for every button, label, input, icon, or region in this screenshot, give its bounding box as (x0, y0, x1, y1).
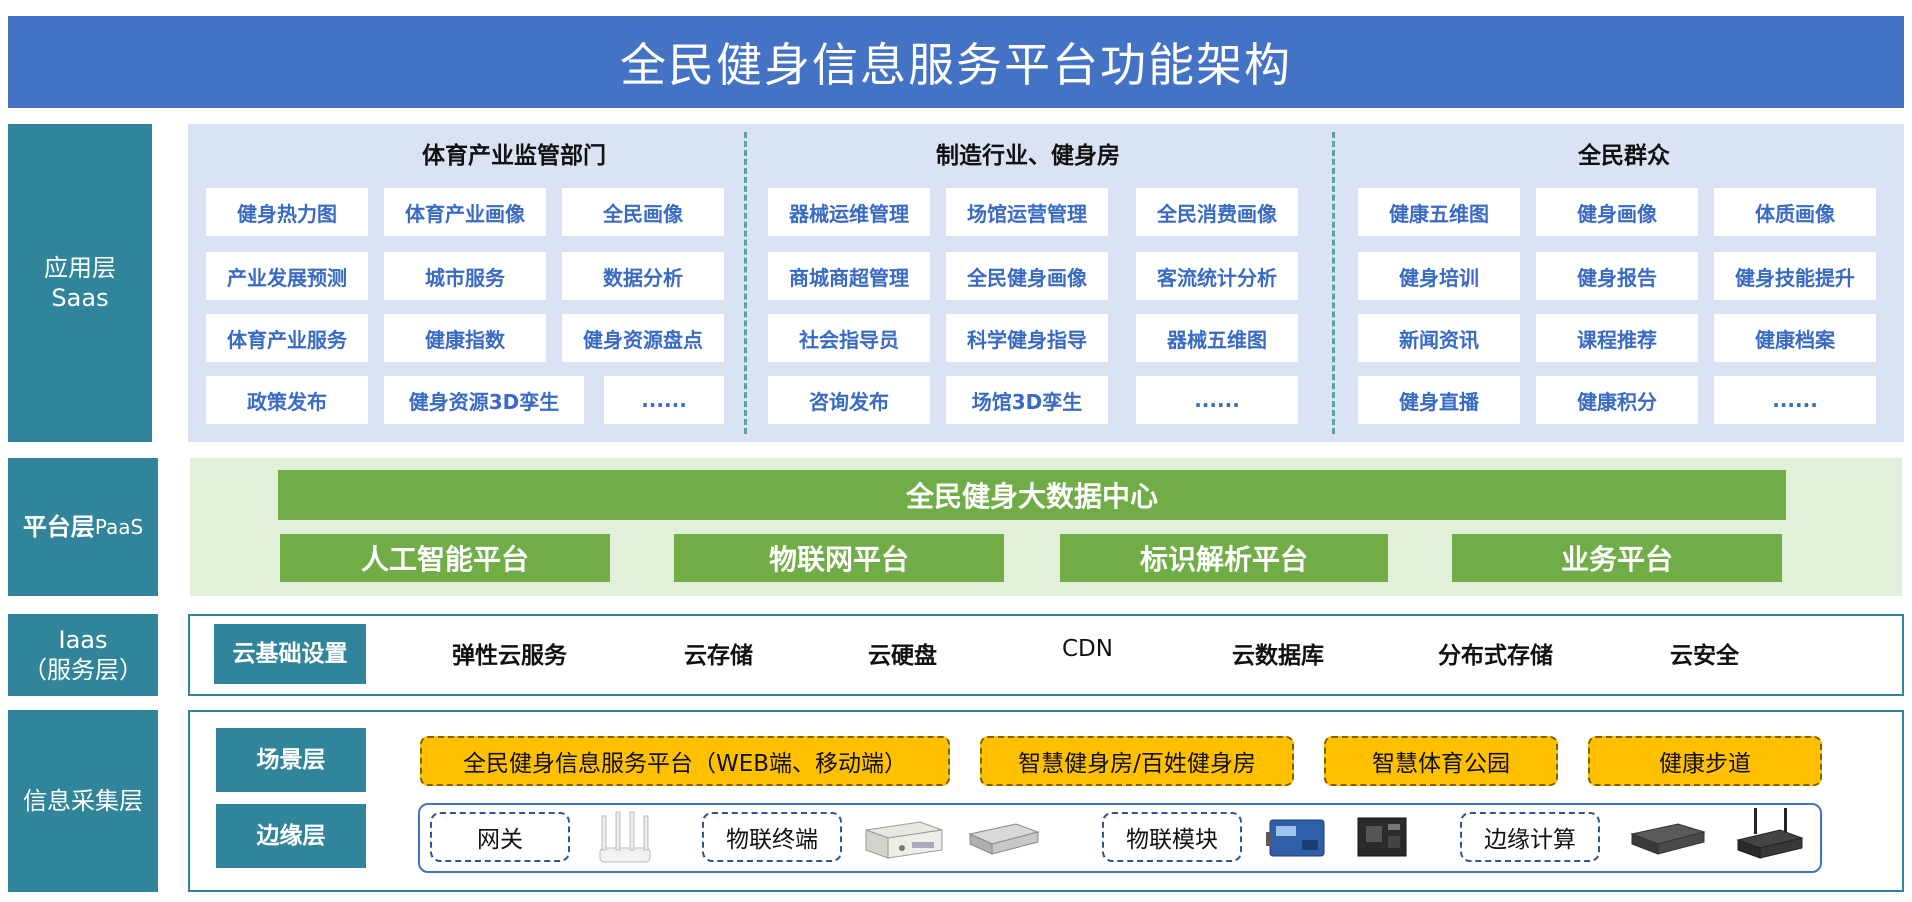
app-function-item: 新闻资讯 (1358, 314, 1520, 362)
iot-terminal-box-icon (968, 823, 1040, 855)
app-function-item: ...... (1714, 376, 1876, 424)
app-function-item: 健身培训 (1358, 252, 1520, 300)
edge-layer-label: 边缘层 (216, 804, 366, 868)
app-function-item: 健身资源3D孪生 (384, 376, 584, 424)
scene-layer-label: 场景层 (216, 728, 366, 792)
iaas-layer-label: Iaas （服务层） (8, 614, 158, 696)
iaas-cloud-security: 云安全 (1670, 643, 1739, 669)
app-function-item: 健身画像 (1536, 188, 1698, 236)
app-function-item: 全民画像 (562, 188, 724, 236)
scene-fitness-platform: 全民健身信息服务平台（WEB端、移动端） (420, 736, 950, 786)
router-icon (599, 811, 651, 863)
app-function-item: 全民消费画像 (1136, 188, 1298, 236)
app-function-item: 产业发展预测 (206, 252, 368, 300)
iaas-layer-sub: （服务层） (23, 656, 143, 684)
iaas-elastic-cloud: 弹性云服务 (452, 643, 567, 669)
platform-identifier: 标识解析平台 (1060, 534, 1388, 582)
edge-computing-gateway-icon (1736, 808, 1804, 859)
iaas-distributed-storage: 分布式存储 (1438, 643, 1553, 669)
iot-module-device-icon (1266, 819, 1325, 857)
platform-layer-name: 平台层 (22, 513, 95, 541)
platform-ai: 人工智能平台 (280, 534, 610, 582)
app-function-item: 场馆3D孪生 (946, 376, 1108, 424)
app-function-item: 全民健身画像 (946, 252, 1108, 300)
iaas-cloud-database: 云数据库 (1232, 643, 1324, 669)
cloud-infra-label: 云基础设置 (214, 624, 366, 684)
app-function-item: 科学健身指导 (946, 314, 1108, 362)
app-layer-name: 应用层 (44, 254, 116, 282)
app-function-item: 健康五维图 (1358, 188, 1520, 236)
edge-layer-container (418, 803, 1822, 873)
iaas-cloud-disk: 云硬盘 (868, 643, 937, 669)
app-function-item: 器械运维管理 (768, 188, 930, 236)
column-heading: 体育产业监管部门 (422, 143, 606, 169)
app-function-item: 体育产业画像 (384, 188, 546, 236)
scene-health-trail: 健康步道 (1588, 736, 1822, 786)
app-function-item: 客流统计分析 (1136, 252, 1298, 300)
app-function-item: 健身技能提升 (1714, 252, 1876, 300)
app-function-item: 健康积分 (1536, 376, 1698, 424)
app-function-item: 数据分析 (562, 252, 724, 300)
app-function-item: 健身报告 (1536, 252, 1698, 300)
app-function-item: 场馆运营管理 (946, 188, 1108, 236)
big-data-center: 全民健身大数据中心 (278, 470, 1786, 520)
scene-sports-park: 智慧体育公园 (1324, 736, 1558, 786)
scene-smart-gym: 智慧健身房/百姓健身房 (980, 736, 1294, 786)
column-divider (1332, 132, 1335, 434)
column-divider (744, 132, 747, 434)
iaas-layer-panel (188, 614, 1904, 696)
app-function-item: 商城商超管理 (768, 252, 930, 300)
app-function-item: 健身资源盘点 (562, 314, 724, 362)
column-heading: 全民群众 (1578, 143, 1670, 169)
iot-terminal-device-icon (865, 821, 943, 859)
app-function-item: 健身热力图 (206, 188, 368, 236)
app-function-item: 健康档案 (1714, 314, 1876, 362)
app-function-item: 课程推荐 (1536, 314, 1698, 362)
app-function-item: ...... (604, 376, 724, 424)
iaas-cdn: CDN (1062, 636, 1113, 662)
app-function-item: 社会指导员 (768, 314, 930, 362)
page-title: 全民健身信息服务平台功能架构 (8, 16, 1904, 108)
app-function-item: 器械五维图 (1136, 314, 1298, 362)
app-layer-label: 应用层 Saas (8, 124, 152, 442)
edge-computing-box-icon (1630, 823, 1706, 855)
iot-module-board-icon (1357, 817, 1407, 857)
app-layer-sub: Saas (51, 284, 109, 312)
info-layer-panel (188, 710, 1904, 892)
app-function-item: 健康指数 (384, 314, 546, 362)
edge-iot-terminal: 物联终端 (702, 812, 842, 862)
column-heading: 制造行业、健身房 (936, 143, 1120, 169)
iaas-cloud-storage: 云存储 (684, 643, 753, 669)
platform-business: 业务平台 (1452, 534, 1782, 582)
info-layer-label: 信息采集层 (8, 710, 158, 892)
iaas-layer-name: Iaas (58, 626, 108, 654)
app-function-item: 体质画像 (1714, 188, 1876, 236)
edge-iot-module: 物联模块 (1102, 812, 1242, 862)
app-function-item: 体育产业服务 (206, 314, 368, 362)
app-function-item: 咨询发布 (768, 376, 930, 424)
edge-gateway: 网关 (430, 812, 570, 862)
app-function-item: 城市服务 (384, 252, 546, 300)
platform-layer-sub: PaaS (94, 514, 144, 539)
edge-computing: 边缘计算 (1460, 812, 1600, 862)
app-function-item: 政策发布 (206, 376, 368, 424)
platform-iot: 物联网平台 (674, 534, 1004, 582)
app-function-item: 健身直播 (1358, 376, 1520, 424)
app-function-item: ...... (1136, 376, 1298, 424)
